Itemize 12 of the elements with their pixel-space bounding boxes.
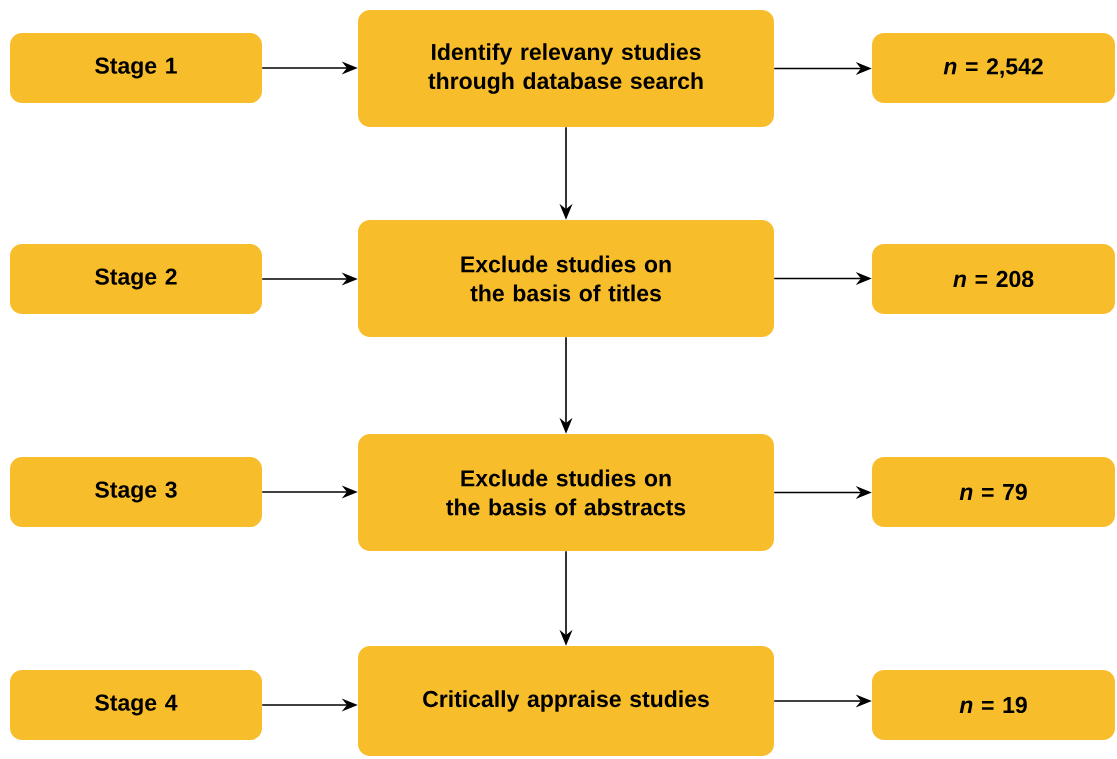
count-box: n = 208 [872, 244, 1115, 314]
process-box: Exclude studies on the basis of titles [358, 220, 774, 337]
process-box: Exclude studies on the basis of abstracts [358, 434, 774, 551]
process-box: Identify relevany studies through database search [358, 10, 774, 127]
count-box: n = 19 [872, 670, 1115, 740]
count-box: n = 2,542 [872, 33, 1115, 103]
stage-box: Stage 1 [10, 33, 262, 103]
count-box: n = 79 [872, 457, 1115, 527]
stage-box: Stage 4 [10, 670, 262, 740]
stage-box: Stage 2 [10, 244, 262, 314]
stage-box: Stage 3 [10, 457, 262, 527]
process-box: Critically appraise studies [358, 646, 774, 756]
